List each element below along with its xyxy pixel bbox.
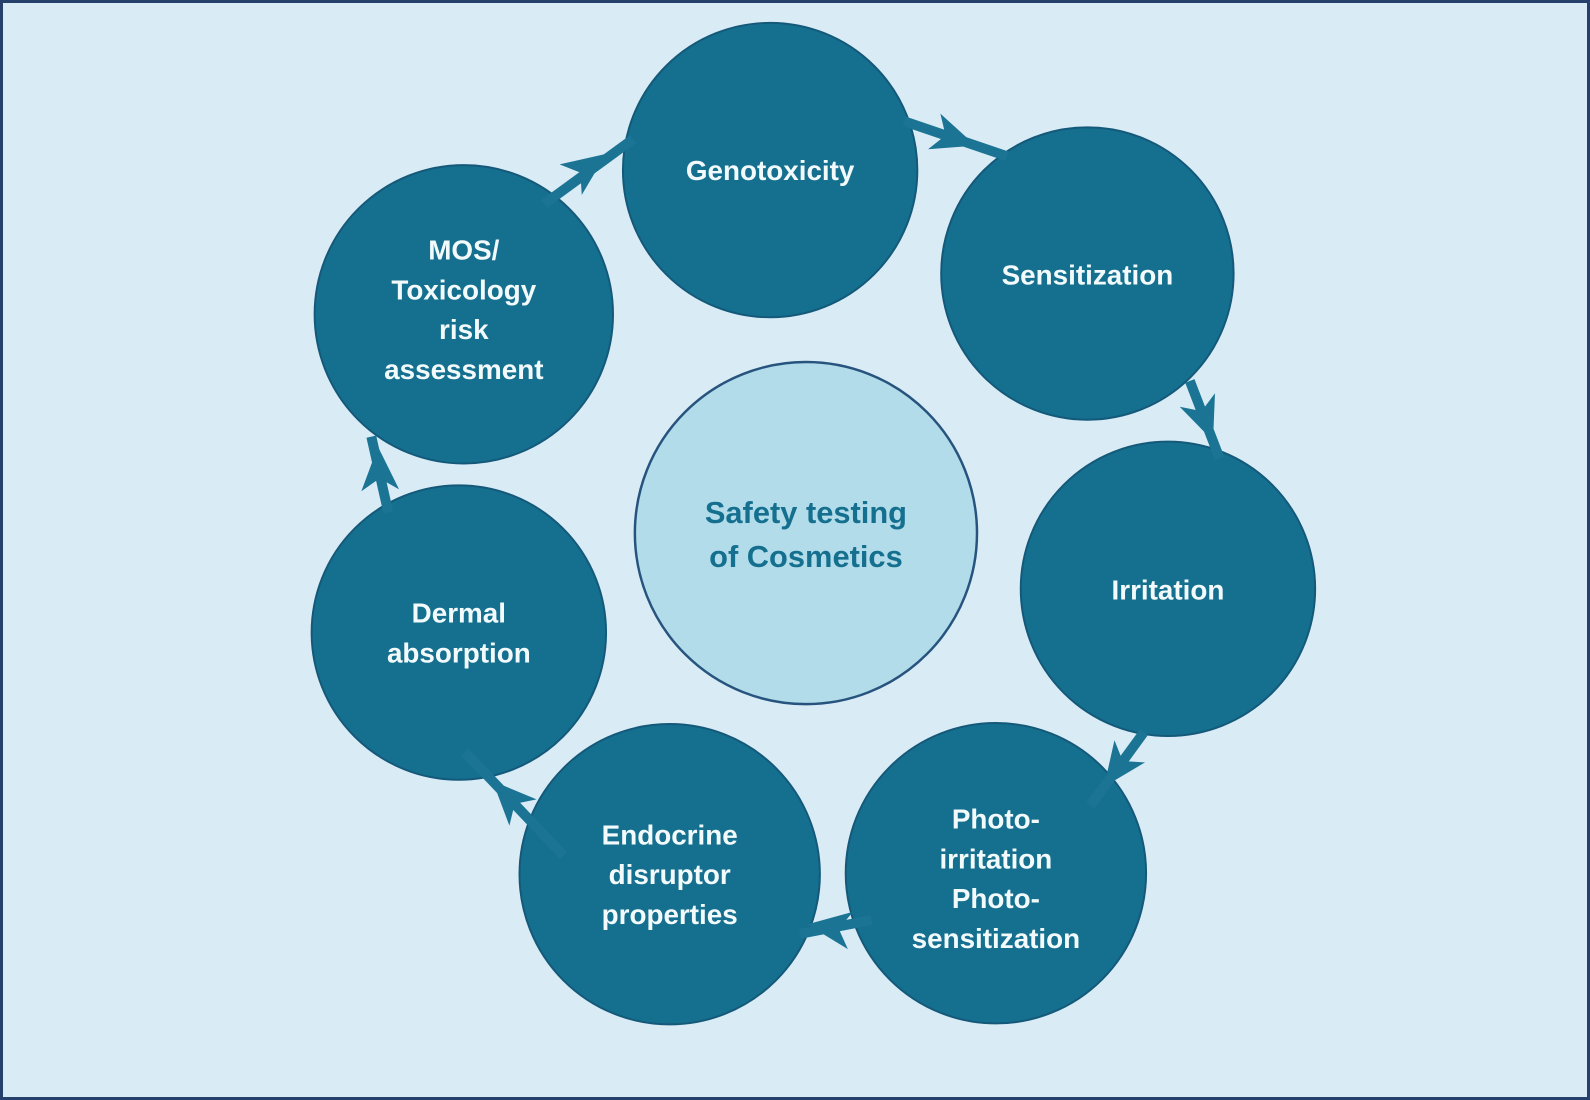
sensitization-label: Sensitization <box>1002 259 1174 290</box>
sensitization-circle <box>940 126 1235 421</box>
arrowhead-icon <box>928 113 976 150</box>
arrowhead-icon <box>1179 393 1215 441</box>
arrow-photo-to-endocrine <box>799 911 873 950</box>
mos-label-line-2: Toxicology <box>391 274 536 305</box>
arrow-genotoxicity-to-sensitization <box>902 113 1009 161</box>
arrowhead-icon <box>807 911 854 950</box>
arrow-dermal-to-mos <box>361 435 400 514</box>
node-photo-irritation-sensitization: Photo- irritation Photo- sensitization <box>844 722 1148 1025</box>
node-genotoxicity: Genotoxicity <box>621 21 919 319</box>
photo-label-line-4: sensitization <box>912 923 1081 954</box>
arrowhead-icon <box>492 781 537 826</box>
arrow-mos-to-genotoxicity <box>541 135 636 208</box>
node-dermal-absorption: Dermal absorption <box>310 484 608 781</box>
dermal-circle <box>310 484 608 781</box>
photo-label-line-3: Photo- <box>952 883 1040 914</box>
center-node-safety-testing: Safety testing of Cosmetics <box>633 360 979 706</box>
photo-label-line-1: Photo- <box>952 803 1040 834</box>
arrow-endocrine-to-dermal <box>461 748 567 859</box>
center-label-line-1: Safety testing <box>705 495 907 530</box>
endocrine-circle <box>518 723 821 1026</box>
genotoxicity-circle <box>621 21 919 319</box>
safety-testing-cycle-diagram: Genotoxicity Sensitization Irritation Ph… <box>310 21 1317 1026</box>
irritation-label: Irritation <box>1112 575 1225 606</box>
photo-circle <box>844 722 1148 1025</box>
mos-circle <box>313 164 614 465</box>
center-label-line-2: of Cosmetics <box>709 539 903 574</box>
node-endocrine-disruptor: Endocrine disruptor properties <box>518 723 821 1026</box>
dermal-label-line-1: Dermal <box>412 598 506 629</box>
endocrine-label-line-3: properties <box>602 899 738 930</box>
endocrine-label-line-1: Endocrine <box>602 819 738 850</box>
arrowhead-icon <box>361 446 400 492</box>
irritation-circle <box>1019 440 1317 737</box>
cycle-arrows <box>361 113 1225 950</box>
center-circle <box>633 360 979 706</box>
endocrine-label-line-2: disruptor <box>609 859 731 890</box>
node-sensitization: Sensitization <box>940 126 1235 421</box>
photo-label-line-2: irritation <box>939 843 1052 874</box>
arrow-sensitization-to-irritation <box>1179 379 1225 461</box>
node-mos-toxicology: MOS/ Toxicology risk assessment <box>313 164 614 465</box>
arrow-irritation-to-photo <box>1086 729 1149 809</box>
arrowhead-icon <box>559 153 607 195</box>
mos-label-line-1: MOS/ <box>428 235 499 266</box>
mos-label-line-3: risk <box>439 314 489 345</box>
arrowhead-icon <box>1104 740 1146 787</box>
genotoxicity-label: Genotoxicity <box>686 155 855 186</box>
node-irritation: Irritation <box>1019 440 1317 737</box>
dermal-label-line-2: absorption <box>387 637 531 668</box>
mos-label-line-4: assessment <box>384 354 543 385</box>
